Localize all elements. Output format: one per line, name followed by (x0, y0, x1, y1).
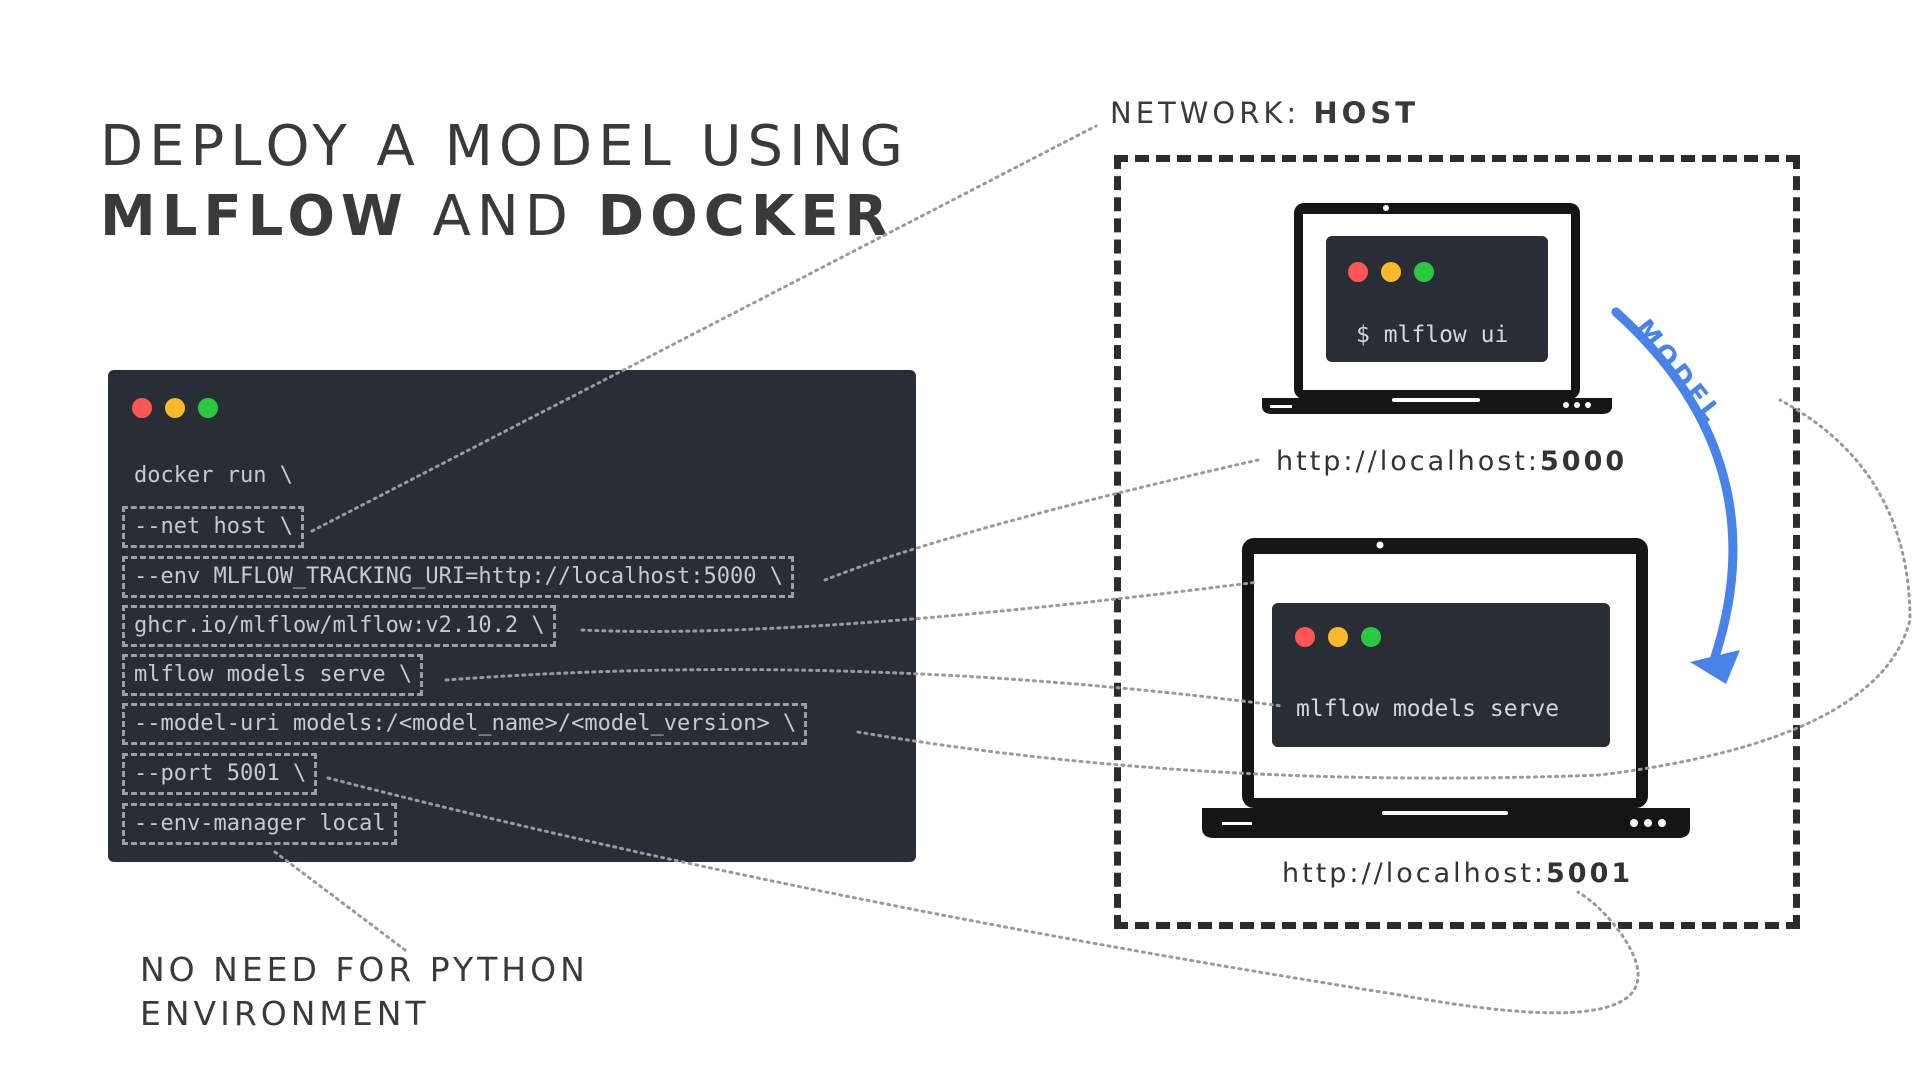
code-line-models-serve: mlflow models serve \ (122, 654, 424, 696)
maximize-dot-icon (198, 398, 218, 418)
url-top-prefix: http://localhost: (1276, 446, 1541, 477)
url-bottom-port: 5001 (1546, 858, 1634, 889)
laptop-bottom-icon (1202, 538, 1690, 838)
laptop-top-icon (1262, 203, 1612, 414)
network-host: HOST (1313, 96, 1419, 130)
laptop-bottom-command: mlflow models serve (1296, 696, 1560, 722)
connector-model-uri (856, 398, 1912, 780)
connector-env-manager (273, 850, 407, 952)
code-line-image: ghcr.io/mlflow/mlflow:v2.10.2 \ (122, 605, 556, 647)
host-network-box (1114, 155, 1800, 929)
network-label: NETWORK: HOST (1110, 96, 1419, 130)
title-mlflow: MLFLOW (100, 184, 409, 249)
title-docker: DOCKER (597, 184, 894, 249)
connector-port (326, 776, 1640, 1015)
connector-net-host (310, 124, 1098, 533)
code-line-port: --port 5001 \ (122, 753, 318, 795)
url-top: http://localhost:5000 (1276, 446, 1627, 477)
connector-tracking-uri (823, 458, 1260, 582)
model-flow-arrow-icon (1611, 307, 1740, 684)
connector-lines (273, 124, 1912, 1015)
laptop-top-command: $ mlflow ui (1356, 322, 1509, 348)
minimize-dot-icon (165, 398, 185, 418)
note-line-2: ENVIRONMENT (140, 994, 430, 1033)
title-and: AND (408, 184, 598, 249)
note-line-1: NO NEED FOR PYTHON (140, 950, 589, 989)
code-line-model-uri: --model-uri models:/<model_name>/<model_… (122, 703, 808, 745)
connector-models-serve (444, 668, 1284, 708)
code-line-env-tracking-uri: --env MLFLOW_TRACKING_URI=http://localho… (122, 556, 795, 598)
title-line-1: DEPLOY A MODEL USING (100, 114, 909, 179)
url-bottom-prefix: http://localhost: (1282, 858, 1547, 889)
python-env-note: NO NEED FOR PYTHON ENVIRONMENT (140, 948, 589, 1036)
docker-terminal: docker run \ --net host \ --env MLFLOW_T… (108, 370, 916, 862)
code-line-docker-run: docker run \ (134, 463, 293, 488)
url-bottom: http://localhost:5001 (1282, 858, 1633, 889)
page-title: DEPLOY A MODEL USING MLFLOW AND DOCKER (100, 112, 909, 252)
code-line-env-manager: --env-manager local (122, 803, 397, 845)
title-line-2: MLFLOW AND DOCKER (100, 182, 909, 252)
url-top-port: 5000 (1540, 446, 1628, 477)
connector-image (580, 580, 1260, 633)
code-line-net-host: --net host \ (122, 506, 304, 548)
close-dot-icon (132, 398, 152, 418)
network-prefix: NETWORK: (1110, 96, 1314, 130)
